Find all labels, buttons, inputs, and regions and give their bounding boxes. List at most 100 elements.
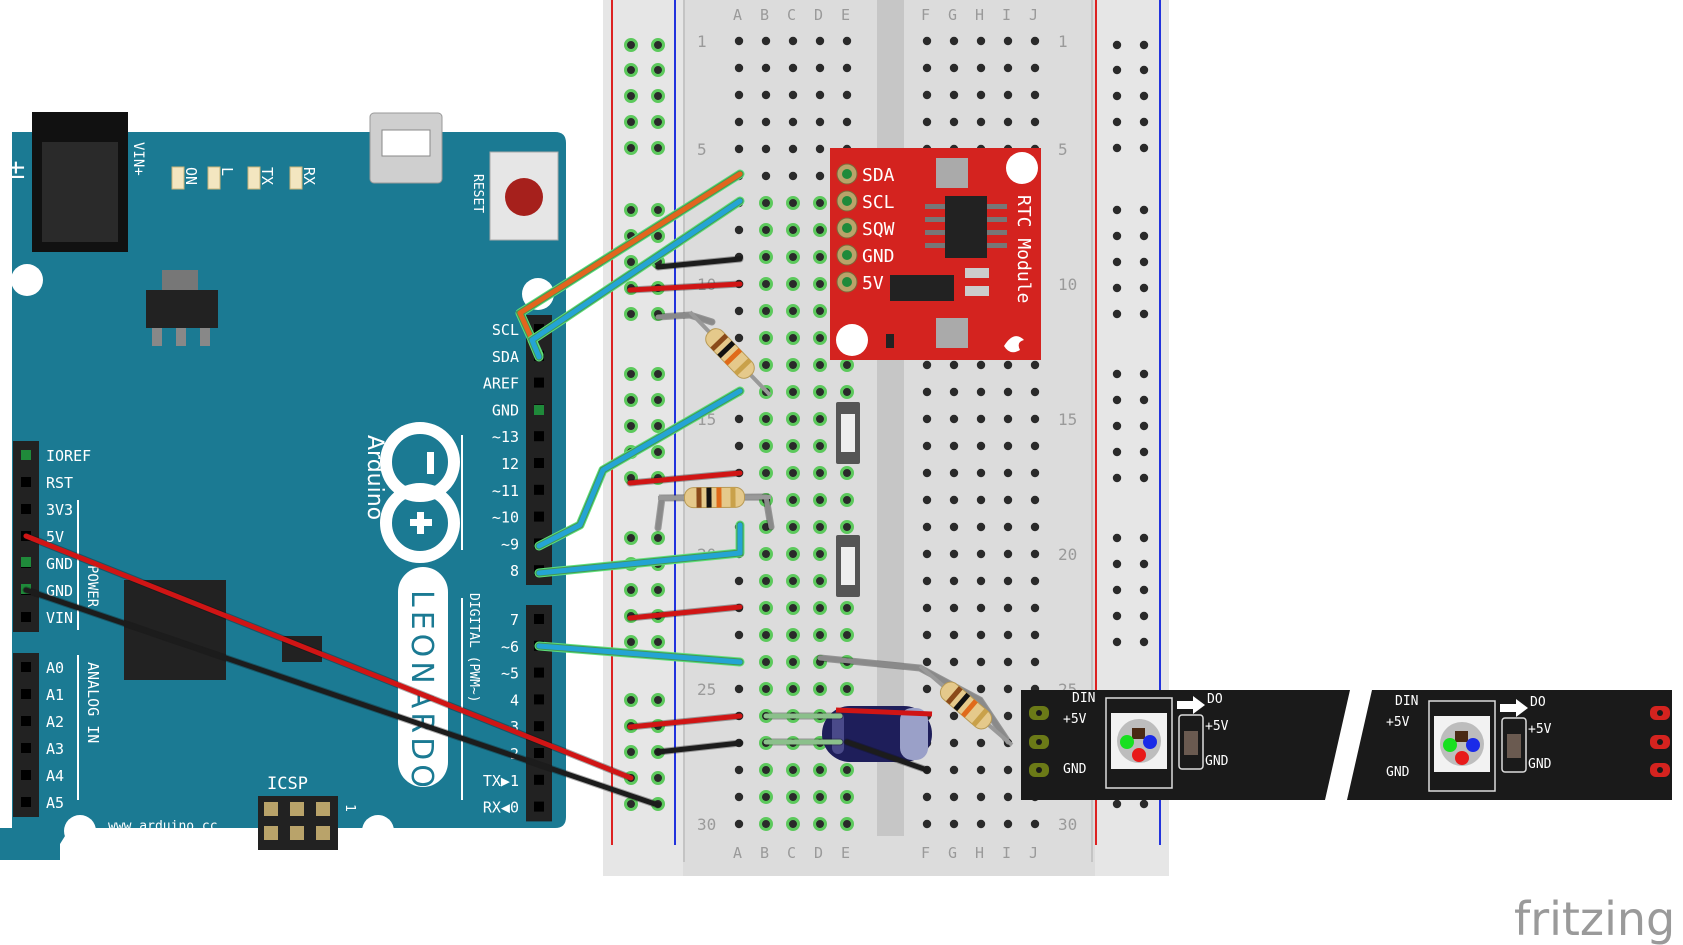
connected-hole — [624, 393, 638, 407]
breadboard-hole — [788, 792, 798, 802]
connected-hole — [624, 141, 638, 155]
resistor — [657, 486, 772, 509]
gray-jumper[interactable] — [655, 312, 715, 325]
rtc-pin-label: SCL — [862, 192, 895, 213]
reset-button-cap[interactable] — [505, 178, 543, 216]
breadboard-hole — [1003, 684, 1013, 694]
led-label: ON — [182, 167, 200, 185]
breadboard-hole — [761, 765, 771, 775]
strip-label: DO — [1530, 695, 1546, 710]
column-label: E — [841, 6, 850, 24]
header-pin[interactable] — [534, 614, 544, 624]
header-pin[interactable] — [21, 716, 31, 726]
header-pin[interactable] — [534, 667, 544, 678]
led-label: TX — [258, 167, 276, 185]
capacitor-lead[interactable] — [844, 739, 930, 773]
breadboard-hole — [761, 225, 771, 235]
breadboard-hole — [922, 603, 932, 613]
header-pin[interactable] — [534, 324, 544, 334]
rtc-resistor — [886, 334, 894, 348]
breadboard-hole — [815, 63, 825, 73]
header-pin[interactable] — [534, 431, 544, 442]
led-lens — [1117, 719, 1161, 763]
digital-header-label: DIGITAL (PWM~) — [466, 593, 481, 703]
header-pin[interactable] — [21, 504, 31, 514]
header-pin[interactable] — [21, 662, 31, 672]
pin-label: ~9 — [501, 535, 519, 553]
row-number: 25 — [697, 680, 716, 699]
rail-hole — [1139, 369, 1149, 379]
header-pin[interactable] — [21, 743, 31, 753]
header-pin[interactable] — [534, 484, 544, 495]
connected-hole — [813, 763, 827, 777]
header-pin[interactable] — [534, 748, 544, 758]
rail-hole — [1139, 473, 1149, 483]
breadboard-hole — [1030, 63, 1040, 73]
connected-hole — [759, 763, 773, 777]
push-button-1[interactable] — [836, 402, 860, 464]
breadboard-hole — [734, 819, 744, 829]
breadboard-hole — [815, 198, 825, 208]
breadboard-hole — [734, 63, 744, 73]
breadboard-hole — [734, 333, 744, 343]
red-jumper[interactable] — [627, 470, 743, 486]
breadboard-hole — [922, 522, 932, 532]
connected-hole — [813, 277, 827, 291]
rail-hole — [1112, 309, 1122, 319]
header-pin[interactable] — [534, 801, 544, 812]
pin8-wire[interactable] — [536, 522, 743, 576]
header-pin[interactable] — [21, 477, 31, 487]
pin-label: ~13 — [492, 428, 519, 446]
breadboard-hole — [1003, 522, 1013, 532]
pin-label: 12 — [501, 455, 519, 473]
rtc-pin-label: SQW — [862, 219, 895, 240]
red-jumper[interactable] — [627, 604, 743, 621]
pin-label: A1 — [46, 686, 64, 704]
breadboard-hole — [1030, 387, 1040, 397]
header-pin[interactable] — [534, 511, 544, 522]
connected-hole — [624, 367, 638, 381]
pad-hole — [1036, 739, 1042, 745]
header-pin[interactable] — [21, 612, 31, 622]
pin6-wire[interactable] — [536, 643, 743, 665]
rail-hole — [653, 773, 663, 783]
header-pin[interactable] — [21, 689, 31, 699]
column-label: J — [1029, 844, 1038, 862]
breadboard-hole — [949, 117, 959, 127]
header-pin[interactable] — [534, 377, 544, 388]
header-pin[interactable] — [534, 774, 544, 785]
black-gnd-wire[interactable] — [23, 587, 661, 808]
rail-hole — [653, 143, 663, 153]
breadboard-hole — [1030, 630, 1040, 640]
icsp-pin — [316, 826, 330, 840]
resistors — [657, 310, 1014, 747]
breadboard-hole — [949, 63, 959, 73]
connected-hole — [786, 277, 800, 291]
column-label: G — [948, 844, 957, 862]
breadboard-hole — [922, 576, 932, 586]
breadboard-hole — [1003, 576, 1013, 586]
header-pin[interactable] — [534, 694, 544, 705]
sda-wire[interactable] — [529, 198, 743, 360]
header-pin[interactable] — [21, 770, 31, 780]
red-jumper[interactable] — [627, 281, 743, 293]
connected-pin — [534, 405, 544, 415]
rail-hole — [626, 91, 636, 101]
connected-hole — [759, 466, 773, 480]
red-jumper[interactable] — [627, 713, 743, 730]
black-jumper[interactable] — [655, 740, 743, 755]
status-led-icon — [207, 166, 221, 190]
green-diode-icon — [1120, 735, 1134, 749]
connected-hole — [840, 682, 854, 696]
pin9-wire[interactable] — [536, 388, 743, 549]
black-jumper[interactable] — [655, 256, 743, 270]
header-pin[interactable] — [21, 797, 31, 807]
breadboard-hole — [976, 792, 986, 802]
red-5v-wire[interactable] — [23, 533, 634, 781]
header-pin[interactable] — [534, 721, 544, 732]
push-button-2[interactable] — [836, 535, 860, 597]
column-label: A — [733, 844, 742, 862]
breadboard-hole — [976, 441, 986, 451]
header-pin[interactable] — [534, 458, 544, 468]
red-diode-icon — [1132, 748, 1146, 762]
